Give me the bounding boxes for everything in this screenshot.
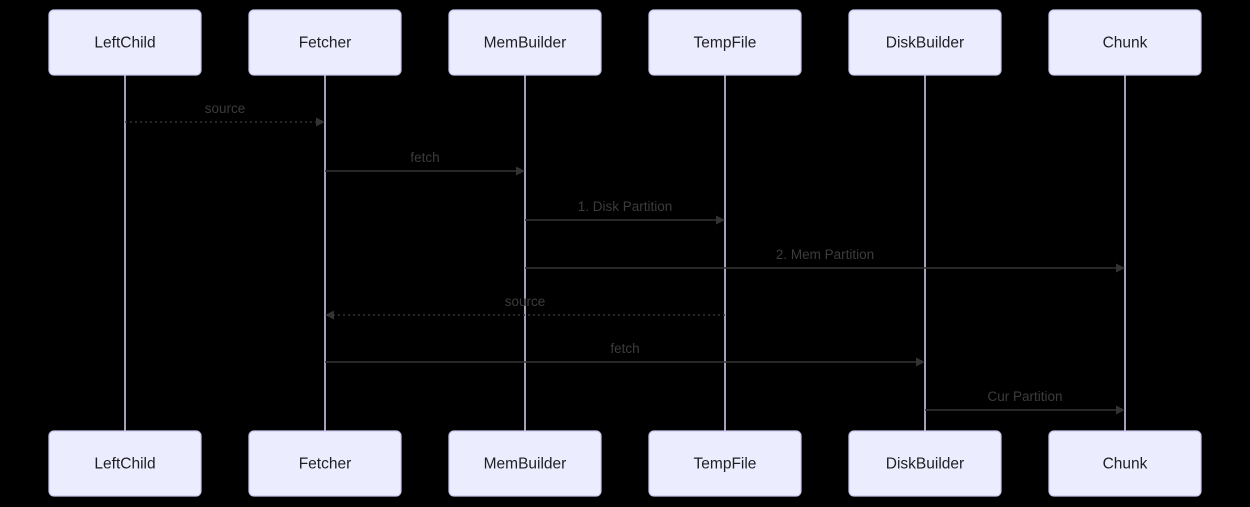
message-5: source — [325, 294, 725, 320]
actor-box-bottom-tempfile[interactable]: TempFile — [648, 430, 802, 497]
message-6: fetch — [325, 341, 925, 367]
actor-box-top-chunk[interactable]: Chunk — [1048, 9, 1202, 76]
message-label-4: 2. Mem Partition — [776, 247, 874, 262]
message-arrowhead-3 — [716, 215, 725, 225]
actor-box-top-fetcher[interactable]: Fetcher — [248, 9, 402, 76]
message-label-3: 1. Disk Partition — [578, 199, 673, 214]
actor-label-leftchild: LeftChild — [94, 35, 155, 52]
message-3: 1. Disk Partition — [525, 199, 725, 225]
actor-rect-leftchild[interactable] — [48, 9, 202, 76]
actors-bottom-group: LeftChild Fetcher MemBuilder TempFile DiskBu… — [48, 430, 1202, 497]
actor-rect-tempfile[interactable] — [648, 430, 802, 497]
message-arrowhead-2 — [516, 166, 525, 176]
messages-group: source fetch 1. Disk Partition 2. Mem Parti… — [125, 101, 1125, 415]
message-label-2: fetch — [410, 150, 439, 165]
actor-label-tempfile: TempFile — [694, 456, 757, 473]
actor-label-chunk: Chunk — [1103, 35, 1148, 52]
actor-label-membuilder: MemBuilder — [484, 456, 567, 473]
actor-box-top-leftchild[interactable]: LeftChild — [48, 9, 202, 76]
actor-box-bottom-chunk[interactable]: Chunk — [1048, 430, 1202, 497]
actor-rect-membuilder[interactable] — [448, 9, 602, 76]
lifelines-group — [124, 75, 1126, 431]
message-label-6: fetch — [610, 341, 639, 356]
actor-label-chunk: Chunk — [1103, 456, 1148, 473]
actor-label-tempfile: TempFile — [694, 35, 757, 52]
message-label-7: Cur Partition — [987, 389, 1062, 404]
message-label-1: source — [205, 101, 246, 116]
actor-label-fetcher: Fetcher — [299, 35, 352, 52]
actor-box-top-membuilder[interactable]: MemBuilder — [448, 9, 602, 76]
message-2: fetch — [325, 150, 525, 176]
actor-rect-tempfile[interactable] — [648, 9, 802, 76]
actor-rect-diskbuilder[interactable] — [848, 430, 1002, 497]
actor-label-fetcher: Fetcher — [299, 456, 352, 473]
message-arrowhead-1 — [316, 117, 325, 127]
actor-rect-chunk[interactable] — [1048, 430, 1202, 497]
actor-rect-fetcher[interactable] — [248, 9, 402, 76]
actor-rect-diskbuilder[interactable] — [848, 9, 1002, 76]
message-arrowhead-7 — [1116, 405, 1125, 415]
actor-rect-fetcher[interactable] — [248, 430, 402, 497]
actor-box-bottom-membuilder[interactable]: MemBuilder — [448, 430, 602, 497]
actor-box-bottom-fetcher[interactable]: Fetcher — [248, 430, 402, 497]
message-label-5: source — [505, 294, 546, 309]
actor-label-diskbuilder: DiskBuilder — [886, 456, 964, 473]
message-7: Cur Partition — [925, 389, 1125, 415]
actor-rect-chunk[interactable] — [1048, 9, 1202, 76]
message-arrowhead-4 — [1116, 263, 1125, 273]
actor-box-bottom-leftchild[interactable]: LeftChild — [48, 430, 202, 497]
actor-label-diskbuilder: DiskBuilder — [886, 35, 964, 52]
actor-rect-leftchild[interactable] — [48, 430, 202, 497]
message-arrowhead-6 — [916, 357, 925, 367]
actors-top-group: LeftChild Fetcher MemBuilder TempFile DiskBu… — [48, 9, 1202, 76]
message-1: source — [125, 101, 325, 127]
actor-label-leftchild: LeftChild — [94, 456, 155, 473]
actor-box-top-diskbuilder[interactable]: DiskBuilder — [848, 9, 1002, 76]
message-arrowhead-5 — [325, 310, 334, 320]
actor-rect-membuilder[interactable] — [448, 430, 602, 497]
message-4: 2. Mem Partition — [525, 247, 1125, 273]
actor-box-bottom-diskbuilder[interactable]: DiskBuilder — [848, 430, 1002, 497]
actor-box-top-tempfile[interactable]: TempFile — [648, 9, 802, 76]
actor-label-membuilder: MemBuilder — [484, 35, 567, 52]
